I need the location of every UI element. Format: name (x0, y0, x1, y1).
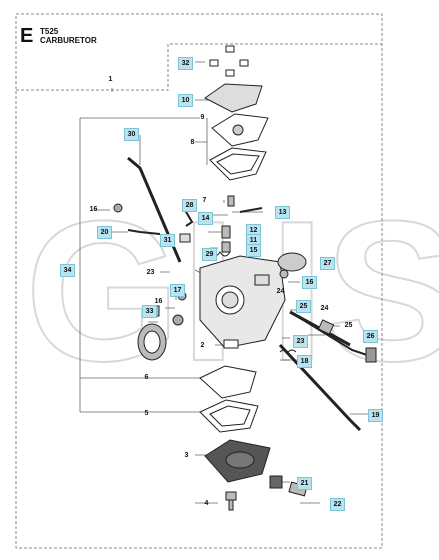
callout-1[interactable]: 1 (108, 76, 113, 83)
callout-13[interactable]: 13 (275, 206, 290, 219)
parts (113, 45, 377, 511)
callout-10[interactable]: 10 (178, 94, 193, 107)
callout-34[interactable]: 34 (60, 264, 75, 277)
callout-14[interactable]: 14 (198, 212, 213, 225)
callout-18[interactable]: 18 (297, 355, 312, 368)
callout-9[interactable]: 9 (200, 114, 205, 121)
choke-shaft (278, 343, 362, 432)
callout-16-right[interactable]: 16 (302, 276, 317, 289)
callout-21[interactable]: 21 (297, 477, 312, 490)
callout-30[interactable]: 30 (124, 128, 139, 141)
callout-24-upper[interactable]: 24 (276, 288, 285, 295)
callout-25-upper[interactable]: 25 (296, 300, 311, 313)
section-frame (15, 13, 383, 549)
screw-set (209, 45, 249, 77)
callout-5[interactable]: 5 (144, 410, 149, 417)
callout-27[interactable]: 27 (320, 257, 335, 270)
callout-29[interactable]: 29 (202, 248, 217, 261)
callout-26[interactable]: 26 (363, 330, 378, 343)
callout-4[interactable]: 4 (204, 500, 209, 507)
callout-31[interactable]: 31 (160, 234, 175, 247)
callout-17[interactable]: 17 (170, 284, 185, 297)
lever-20 (127, 229, 161, 235)
throttle-shaft (127, 156, 182, 263)
assembly-label: CARBURETOR (40, 36, 97, 45)
callout-24-lower[interactable]: 24 (320, 305, 329, 312)
choke-plate (277, 252, 307, 272)
callout-16-left[interactable]: 16 (154, 298, 163, 305)
callout-19[interactable]: 19 (368, 409, 383, 422)
callout-16-top[interactable]: 16 (89, 206, 98, 213)
callout-32[interactable]: 32 (178, 57, 193, 70)
section-letter: E (20, 25, 34, 47)
callout-2[interactable]: 2 (200, 342, 205, 349)
callout-3[interactable]: 3 (184, 452, 189, 459)
callout-33[interactable]: 33 (142, 305, 157, 318)
pump-cover (204, 83, 263, 113)
callout-25-lower[interactable]: 25 (344, 322, 353, 329)
callout-6[interactable]: 6 (144, 374, 149, 381)
callout-23-left[interactable]: 23 (146, 269, 155, 276)
callout-22[interactable]: 22 (330, 498, 345, 511)
callout-28[interactable]: 28 (182, 199, 197, 212)
callout-7[interactable]: 7 (202, 197, 207, 204)
callout-15[interactable]: 15 (246, 244, 261, 257)
model-label: T525 (40, 27, 59, 36)
callout-20[interactable]: 20 (97, 226, 112, 239)
metering-gasket (199, 365, 257, 399)
callout-23-right[interactable]: 23 (293, 335, 308, 348)
callout-8[interactable]: 8 (190, 139, 195, 146)
